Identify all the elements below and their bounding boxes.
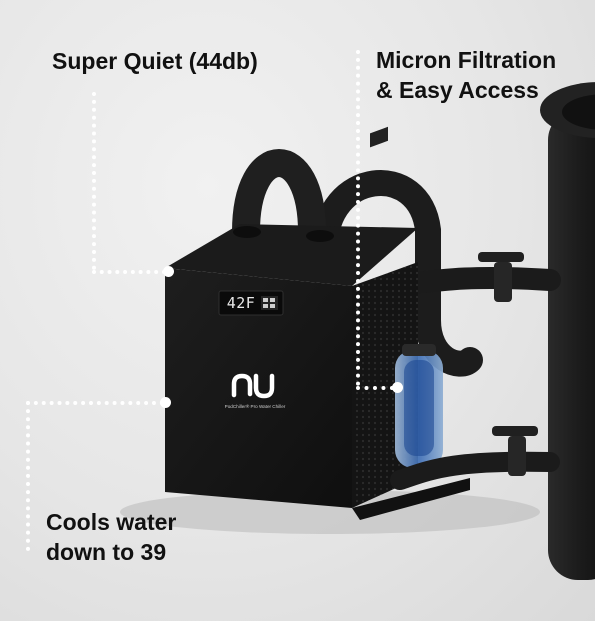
leader-line-quiet-horizontal bbox=[92, 270, 166, 274]
brand-logo-icon bbox=[231, 373, 275, 399]
callout-cools-line2: down to 39 bbox=[46, 539, 167, 565]
callout-super-quiet: Super Quiet (44db) bbox=[52, 48, 258, 74]
leader-node-quiet bbox=[163, 266, 174, 277]
leader-node-filtration bbox=[392, 382, 403, 393]
callout-filtration-line1: Micron Filtration bbox=[376, 47, 557, 73]
chiller-top bbox=[165, 224, 418, 286]
leader-line-quiet-vertical bbox=[92, 92, 96, 270]
rear-hose bbox=[312, 170, 483, 377]
floor-shadow bbox=[120, 490, 540, 534]
lower-tub-hose bbox=[390, 451, 560, 490]
base-bracket bbox=[352, 478, 470, 520]
leader-line-cools-vertical bbox=[26, 401, 30, 551]
filter-canister bbox=[395, 344, 443, 468]
temperature-display bbox=[218, 290, 284, 316]
display-reading: 42F bbox=[226, 294, 256, 312]
leader-line-filtration-horizontal bbox=[356, 386, 394, 390]
lower-valve bbox=[492, 426, 538, 476]
leader-node-cools bbox=[160, 397, 171, 408]
cold-plunge-tub bbox=[540, 82, 595, 580]
callout-filtration-line2: & Easy Access bbox=[376, 77, 539, 103]
upper-valve bbox=[478, 252, 524, 302]
leader-line-filtration-vertical bbox=[356, 50, 360, 386]
callout-cools-line1: Cools water bbox=[46, 509, 177, 535]
chiller-front-panel bbox=[165, 268, 352, 508]
upper-tub-hose bbox=[389, 266, 561, 296]
brand-caption: PodChiller® Pro Water Chiller bbox=[224, 404, 286, 409]
leader-line-cools-horizontal bbox=[26, 401, 164, 405]
front-hose bbox=[232, 149, 326, 246]
